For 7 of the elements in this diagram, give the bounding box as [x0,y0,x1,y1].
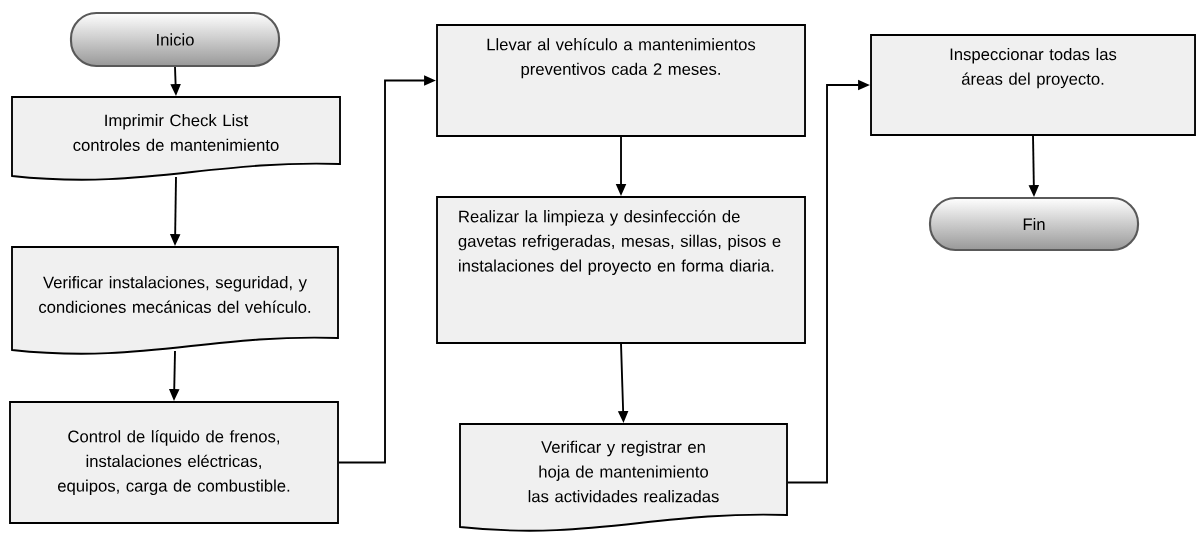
process-box: Realizar la limpieza y desinfección de gavetas refrigeradas, mesas, sillas, pisos e instalaciones del proyecto en forma diaria. [436,196,806,344]
document-box: Verificar y registrar en hoja de mantenimiento las actividades realizadas [459,423,788,532]
document-box: Verificar instalaciones, seguridad, y condiciones mecánicas del vehículo. [11,246,339,355]
process-box: Control de líquido de frenos, instalaciones eléctricas, equipos, carga de combustible. [9,401,339,524]
document-box: Imprimir Check List controles de mantenimiento [11,96,341,181]
process-box: Inspeccionar todas las áreas del proyecto. [870,34,1196,136]
process-box: Llevar al vehículo a mantenimientos preventivos cada 2 meses. [436,24,806,137]
